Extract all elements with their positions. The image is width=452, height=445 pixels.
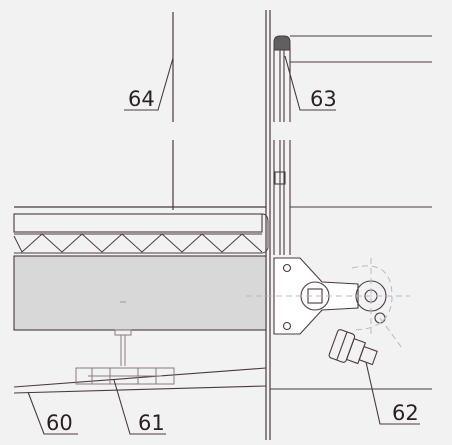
frame-lines (172, 10, 271, 440)
grey-panel (13, 255, 267, 331)
bracket-assembly (273, 257, 387, 366)
leader-lines (27, 55, 420, 435)
floor-lines (13, 367, 267, 394)
rail-cap-63 (273, 35, 291, 51)
panel-block (13, 206, 269, 331)
vertical-rail (273, 35, 432, 255)
hidden-lines (246, 258, 410, 349)
label-60: 60 (46, 411, 73, 435)
support-foot-61 (75, 329, 175, 385)
leader-62 (365, 361, 420, 425)
label-62: 62 (392, 401, 419, 425)
insulation-zigzag (13, 233, 263, 253)
cylinder-valve (328, 329, 378, 366)
label-63: 63 (310, 87, 337, 111)
label-61: 61 (138, 411, 165, 435)
leader-61 (113, 379, 166, 435)
leader-64 (124, 57, 174, 111)
label-64: 64 (128, 87, 155, 111)
leader-63 (284, 55, 336, 111)
leader-60 (27, 391, 78, 435)
right-horizontal-lines (270, 206, 432, 390)
